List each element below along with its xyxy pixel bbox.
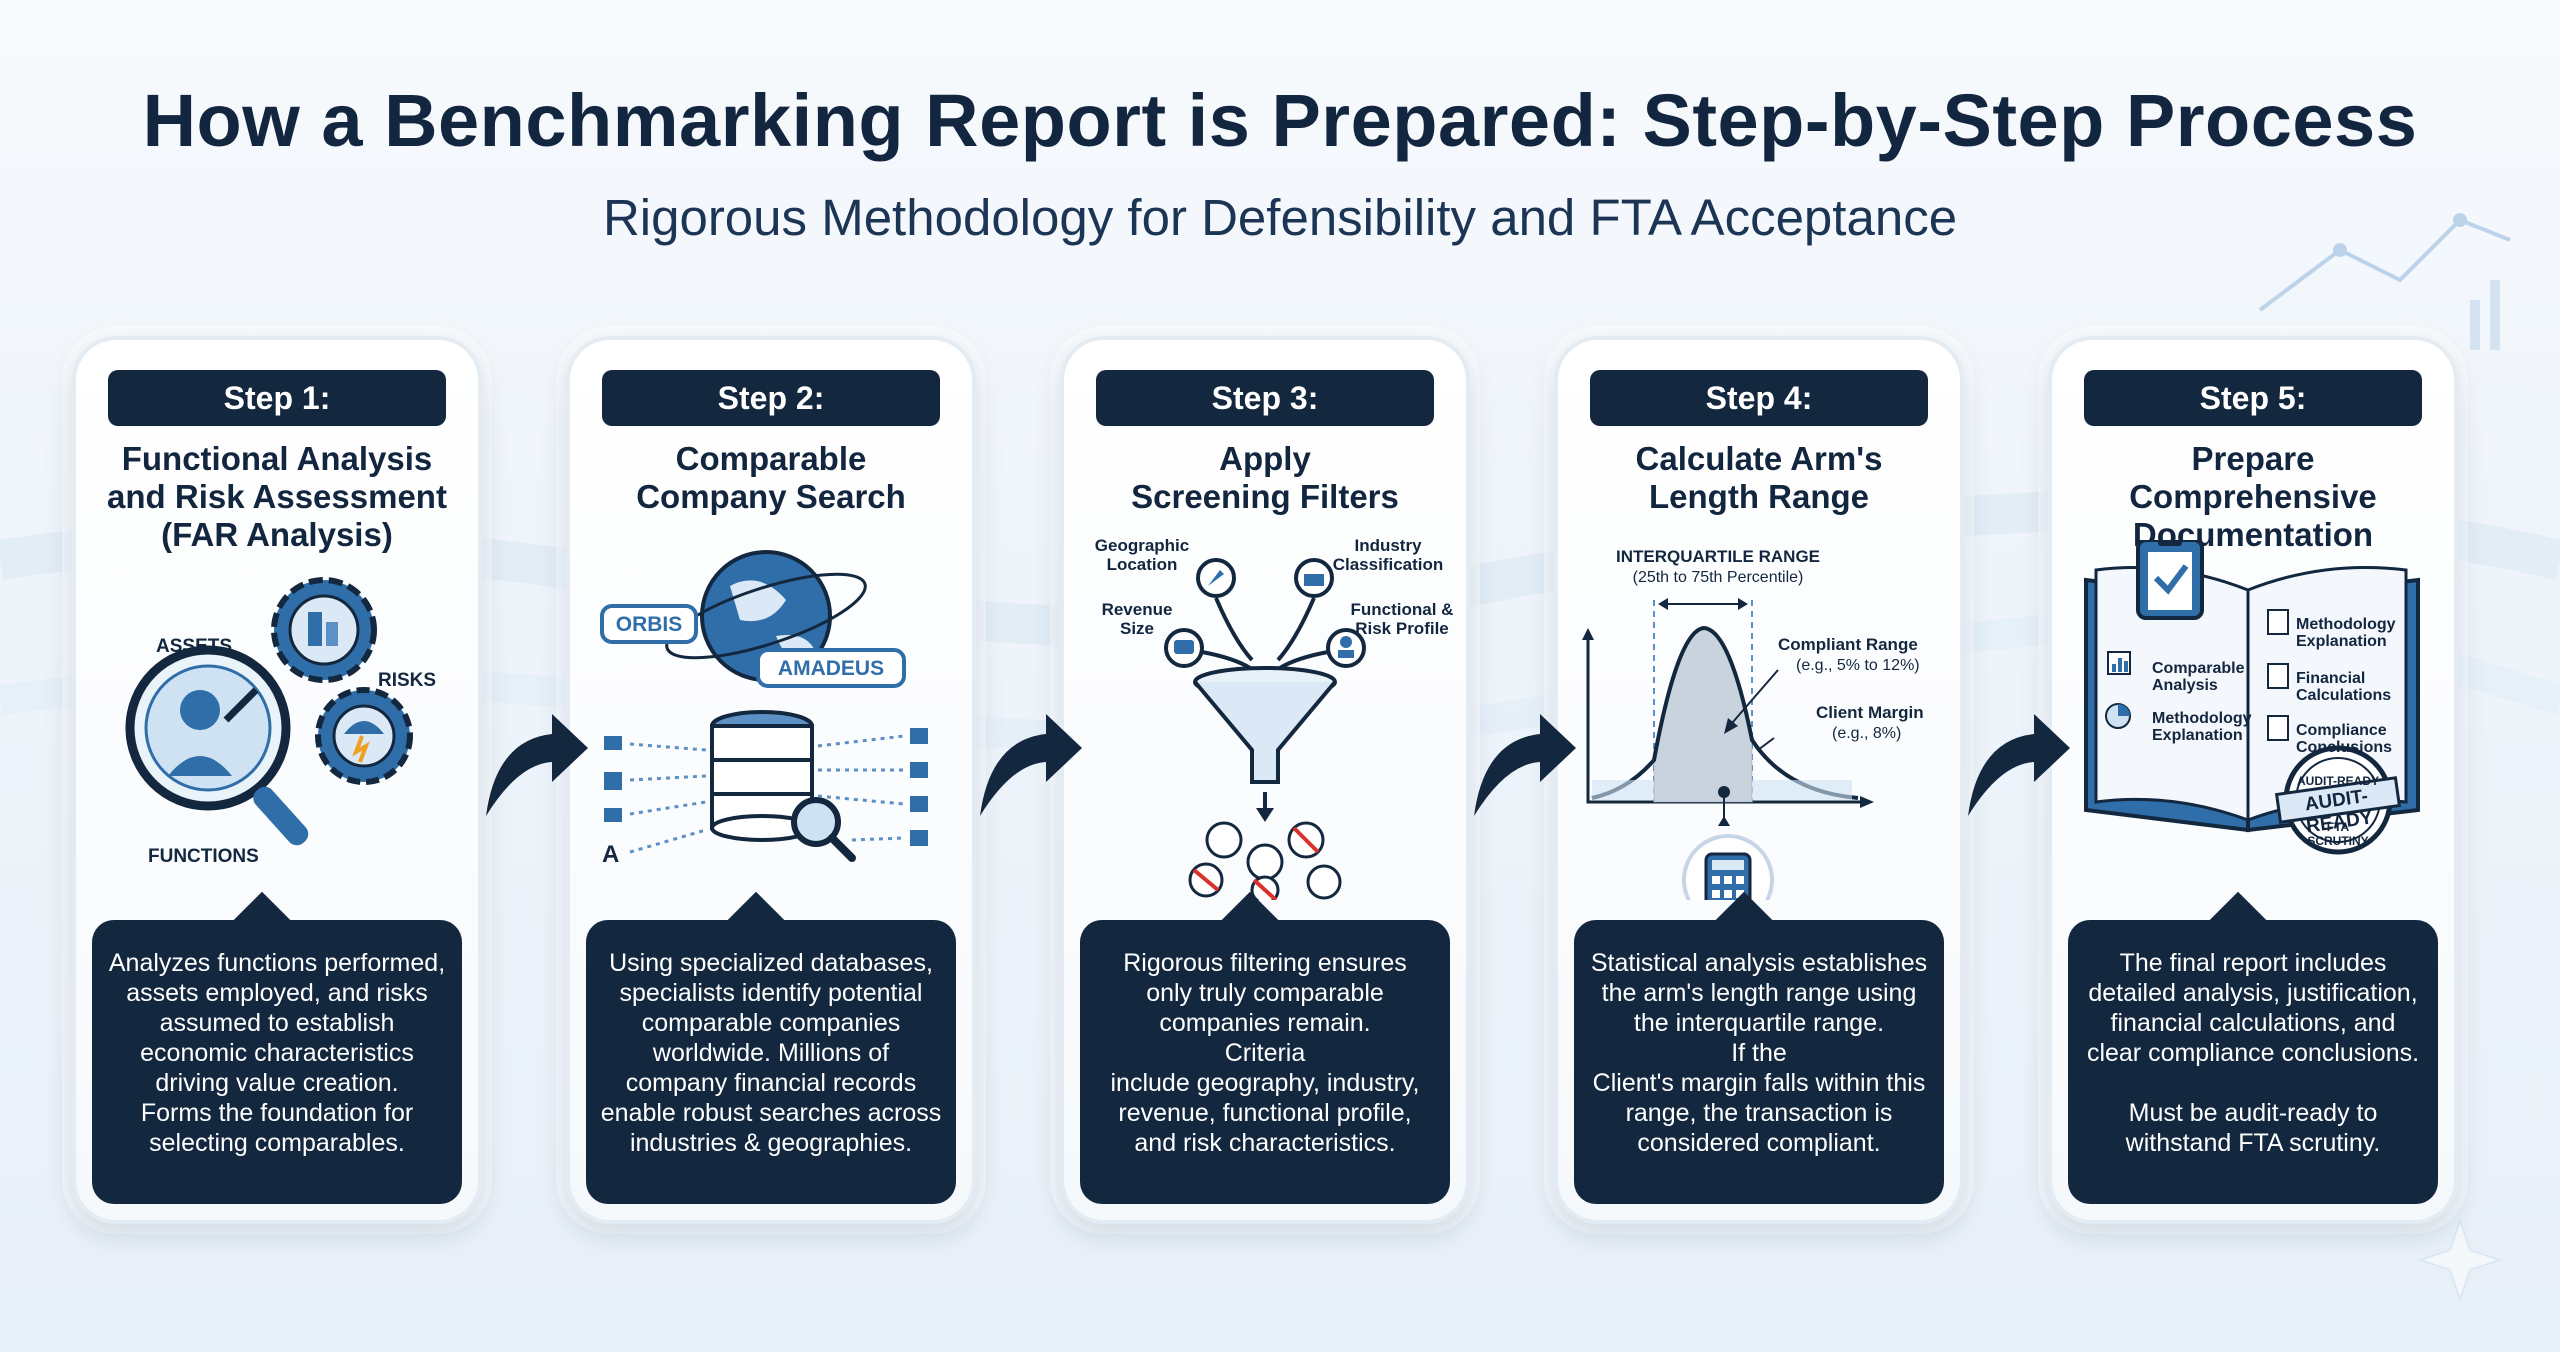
step-title: Apply Screening Filters (1131, 440, 1399, 515)
distribution-chart (1582, 598, 1874, 826)
iqr-label: INTERQUARTILE RANGE (1616, 547, 1820, 566)
compliant-range-sublabel: (e.g., 5% to 12%) (1796, 657, 1920, 674)
iqr-sublabel: (25th to 75th Percentile) (1633, 569, 1804, 586)
assets-label: ASSETS (156, 636, 232, 657)
page-subtitle: Rigorous Methodology for Defensibility a… (602, 189, 1958, 246)
clipboard-check-icon (2136, 540, 2204, 620)
step-title: Functional Analysis and Risk Assessment … (107, 440, 447, 553)
step-card-1: Step 1: Functional Analysis and Risk Ass… (72, 336, 482, 1224)
step-label: Step 2: (602, 370, 940, 426)
step-label: Step 4: (1590, 370, 1928, 426)
next-step-arrow-icon (486, 714, 588, 816)
next-step-arrow-icon (1474, 714, 1576, 816)
documentation-illustration (2084, 540, 2420, 855)
client-margin-label: Client Margin (1816, 703, 1924, 722)
funnel-icon (1193, 666, 1337, 822)
magnifier-icon (791, 797, 856, 862)
functional-risk-label: Functional & Risk Profile (1350, 600, 1454, 638)
step-description: Using specialized databases, specialists… (600, 949, 942, 1157)
amadeus-badge (756, 648, 906, 688)
step-title: Prepare Comprehensive Documentation (2129, 440, 2377, 553)
screening-filters-illustration (1164, 558, 1366, 900)
step-card-2: Step 2: Comparable Company Search ORBIS … (566, 336, 976, 1224)
sparkle-icon (2416, 1216, 2504, 1304)
step-card-3: Step 3: Apply Screening Filters (1060, 336, 1470, 1224)
step-description: The final report includes detailed analy… (2086, 949, 2420, 1157)
calculator-icon (1682, 834, 1774, 900)
description-panel (1080, 920, 1450, 1204)
audit-ready-stamp (2274, 745, 2402, 855)
orbis-badge (600, 604, 698, 644)
stamp-bottom-text: FTA SCRUTINY (2307, 820, 2369, 848)
step-card-5: Step 5: Prepare Comprehensive Documentat… (2048, 336, 2458, 1224)
arms-length-range-illustration: INTERQUARTILE RANGE (25th to 75th Percen… (1582, 547, 1924, 900)
magnifier-worker-icon (125, 645, 309, 846)
financial-calculations-label: Financial Calculations (2296, 670, 2392, 704)
compliance-conclusions-label: Compliance Conclusions (2296, 722, 2393, 756)
connector-lines (629, 734, 905, 854)
step-description: Statistical analysis establishes the arm… (1590, 949, 1928, 1157)
orbis-label: ORBIS (616, 613, 683, 636)
coins-icon (1164, 628, 1204, 668)
gear-buildings-icon (271, 577, 377, 683)
step-title: Comparable Company Search (636, 440, 906, 515)
client-margin-sublabel: (e.g., 8%) (1832, 725, 1901, 742)
amadeus-label: AMADEUS (778, 657, 884, 680)
next-step-arrow-icon (980, 714, 1082, 816)
compass-icon (1196, 558, 1236, 598)
document-icons (2267, 609, 2289, 741)
step-title: Calculate Arm's Length Range (1635, 440, 1883, 515)
pie-chart-icon (2105, 703, 2131, 729)
step-label: Step 3: (1096, 370, 1434, 426)
description-panel (92, 920, 462, 1204)
factory-icon (1294, 558, 1334, 598)
far-analysis-illustration: ASSETS RISKS FUNCTIONS (125, 577, 436, 867)
background-chart-decoration (2258, 213, 2511, 350)
step-description: Analyzes functions performed, assets emp… (108, 949, 446, 1157)
compliant-range-label: Compliant Range (1778, 635, 1918, 654)
description-panel (1574, 920, 1944, 1204)
bar-chart-icon (2107, 651, 2131, 675)
step-label: Step 1: (108, 370, 446, 426)
page-title: How a Benchmarking Report is Prepared: S… (142, 79, 2418, 162)
methodology-explanation-label-left: Methodology Explanation (2152, 710, 2252, 744)
comparable-analysis-label: Comparable Analysis (2152, 660, 2245, 694)
stamp-top-text: AUDIT-READY (2296, 774, 2379, 788)
svg-text:A: A (602, 841, 619, 868)
person-icon (1326, 628, 1366, 668)
geographic-location-label: Geographic Location (1094, 536, 1190, 574)
step-description: Rigorous filtering ensures only truly co… (1110, 949, 1420, 1157)
methodology-explanation-label-right: Methodology Explanation (2296, 616, 2396, 650)
data-source-icons: A (602, 728, 928, 868)
company-search-illustration: ORBIS AMADEUS A (600, 550, 928, 868)
result-company-icons (1188, 821, 1342, 900)
revenue-size-label: Revenue Size (1101, 600, 1173, 638)
flow-arrows (1201, 597, 1329, 670)
step-card-4: Step 4: Calculate Arm's Length Range INT… (1554, 336, 1964, 1224)
industry-classification-label: Industry Classification (1332, 536, 1444, 574)
functions-label: FUNCTIONS (148, 846, 259, 867)
gear-umbrella-icon (315, 687, 413, 785)
description-panel (2068, 920, 2438, 1204)
database-icon (710, 710, 814, 842)
next-step-arrow-icon (1968, 714, 2070, 816)
description-panel (586, 920, 956, 1204)
step-label: Step 5: (2084, 370, 2422, 426)
risks-label: RISKS (378, 670, 436, 691)
